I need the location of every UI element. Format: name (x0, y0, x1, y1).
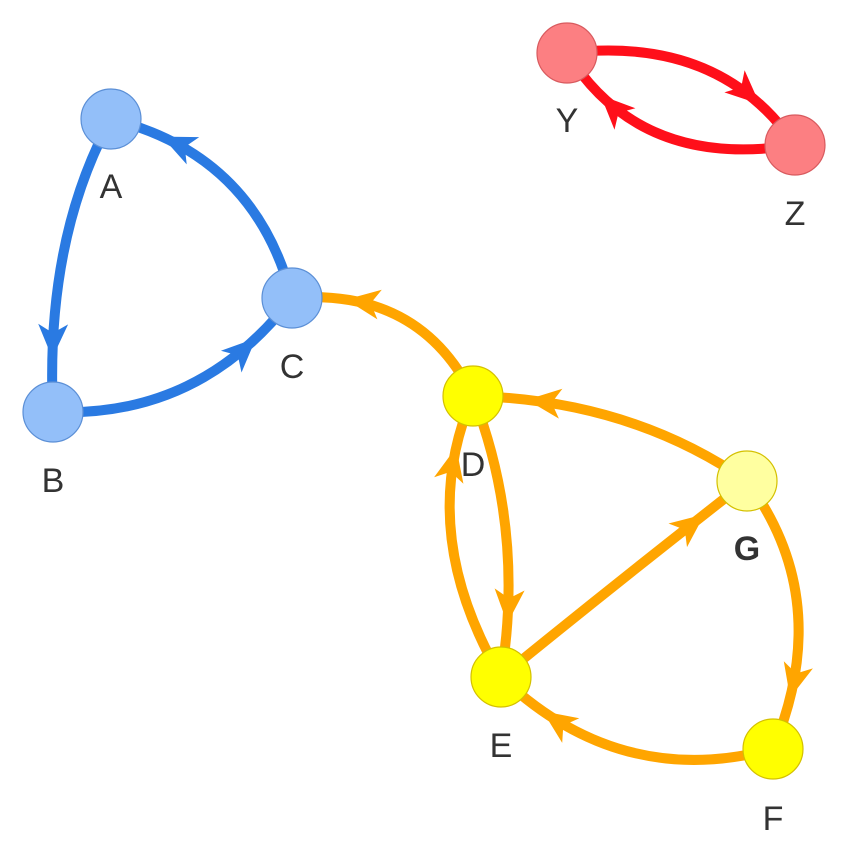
arrowhead-a-to-b (38, 323, 69, 358)
arrowhead-c-to-a (162, 136, 200, 165)
labels-layer: A B C D E F G Y Z (42, 102, 806, 838)
node-d[interactable] (442, 365, 504, 427)
node-c[interactable] (261, 267, 323, 329)
node-label-e: E (490, 727, 513, 765)
node-label-d: D (461, 446, 486, 484)
node-e[interactable] (470, 646, 532, 708)
arrowhead-g-to-d (526, 388, 563, 419)
node-label-y: Y (556, 102, 579, 140)
node-label-f: F (763, 800, 784, 838)
node-label-g: G (734, 530, 760, 568)
edge-y-to-z (562, 45, 800, 150)
edge-a-to-b (47, 114, 116, 417)
arrowheads-layer (38, 70, 813, 743)
arrowhead-z-to-y (600, 95, 636, 130)
arrowhead-e-to-d (434, 447, 464, 484)
node-y[interactable] (536, 22, 598, 84)
arrowhead-b-to-c (220, 338, 256, 373)
arrowhead-e-to-g (668, 514, 705, 548)
arrowhead-d-to-c (346, 289, 382, 320)
node-g[interactable] (716, 450, 778, 512)
arrowhead-y-to-z (724, 70, 760, 105)
nodes-layer (22, 22, 826, 780)
node-label-c: C (280, 348, 305, 386)
node-b[interactable] (22, 381, 84, 443)
node-label-b: B (42, 462, 65, 500)
edge-c-to-a (106, 114, 297, 303)
node-z[interactable] (764, 114, 826, 176)
edge-d-to-e (468, 391, 514, 682)
node-f[interactable] (742, 718, 804, 780)
edges-layer (47, 45, 804, 765)
edge-g-to-f (742, 476, 804, 754)
edge-b-to-c (48, 293, 297, 418)
node-label-z: Z (785, 195, 806, 233)
arrowhead-f-to-e (542, 711, 580, 743)
edge-f-to-e (496, 672, 778, 765)
arrowhead-g-to-f (783, 661, 813, 698)
edge-g-to-d (468, 391, 752, 486)
edge-z-to-y (562, 48, 800, 155)
node-label-a: A (100, 168, 123, 206)
arrowhead-d-to-e (494, 588, 525, 624)
node-a[interactable] (80, 88, 142, 150)
edge-e-to-d (444, 391, 506, 682)
edge-e-to-g (496, 476, 752, 682)
